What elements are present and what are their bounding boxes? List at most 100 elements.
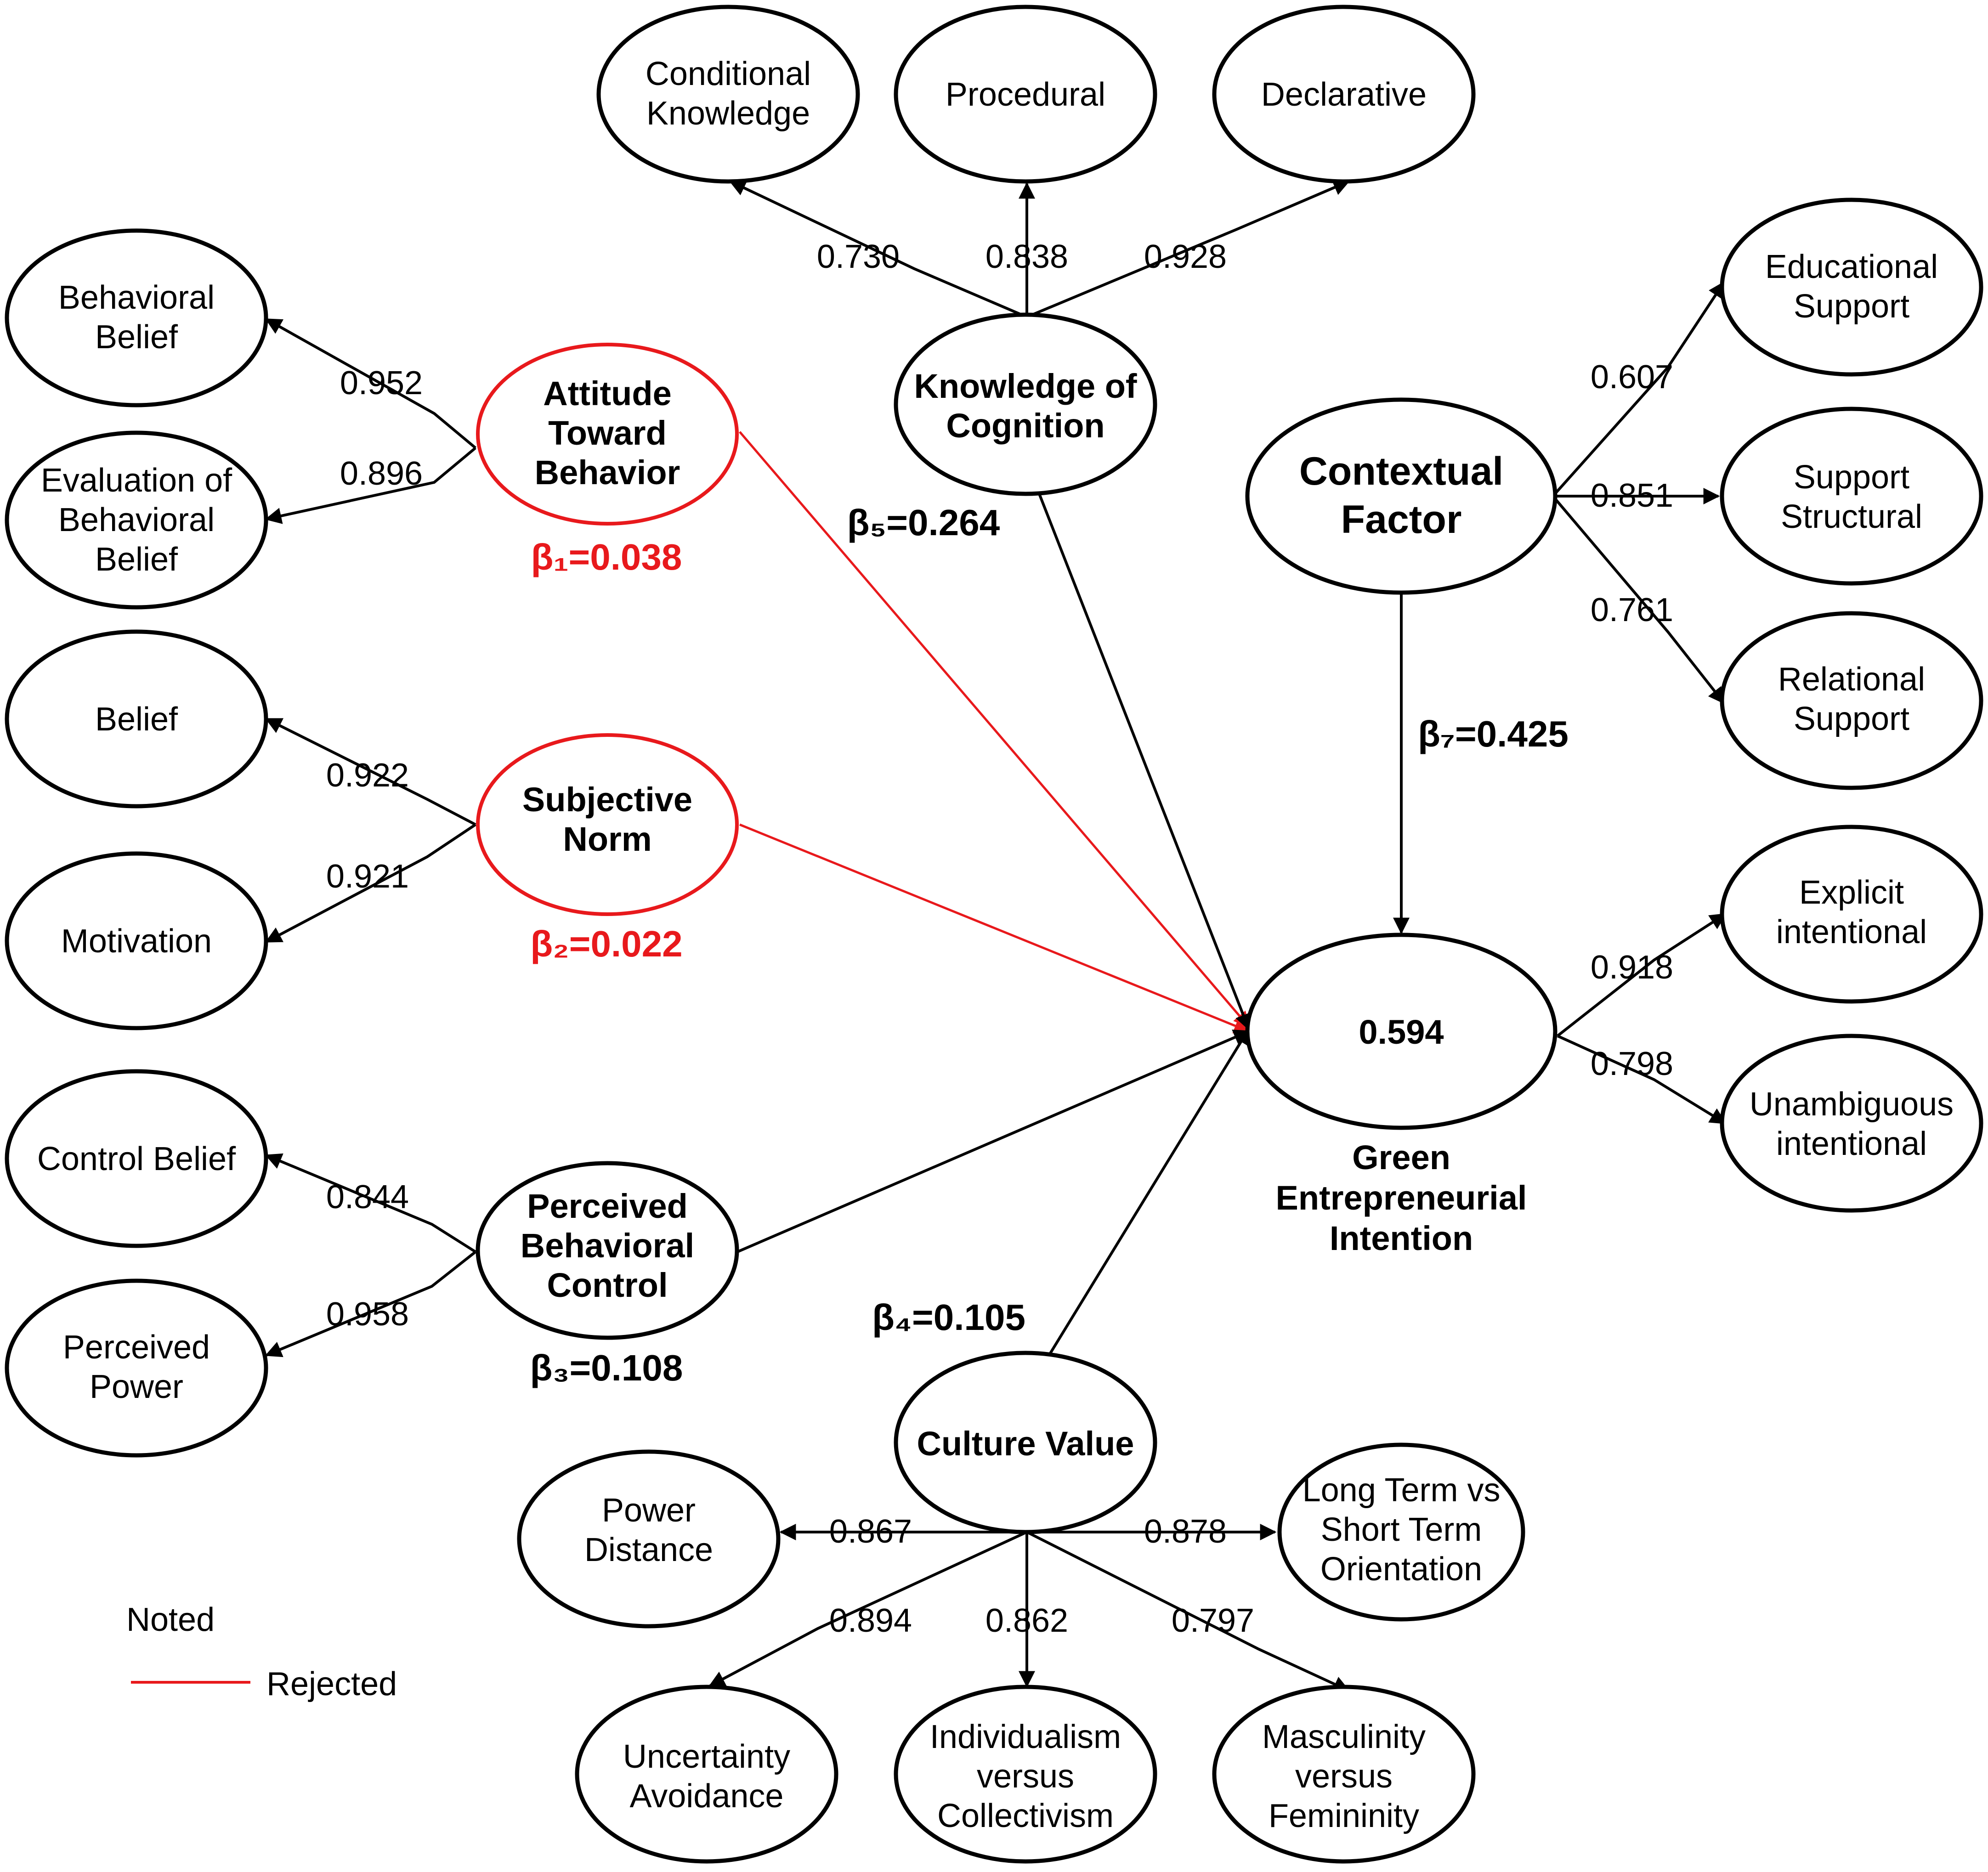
pbc-label-line-2: Behavioral [521,1227,694,1265]
perceived-power-label-1: Perceived [63,1329,210,1366]
loading-declarative: 0.928 [1144,238,1227,275]
attitude-label-line-3: Behavior [535,453,680,492]
long-term-label-2: Short Term [1321,1511,1482,1548]
indicator-long-term-vs-short-term: Long Term vs Short Term Orientation [1277,1442,1525,1622]
indicator-belief: Belief [5,629,268,809]
loading-power-distance: 0.867 [829,1513,912,1550]
construct-attitude-toward-behavior: Attitude Toward Behavior [476,343,739,526]
behavioral-belief-label-2: Belief [95,319,178,356]
beta-culture: β₄=0.105 [872,1297,1025,1338]
construct-perceived-behavioral-control: Perceived Behavioral Control [476,1161,739,1340]
long-term-label-3: Orientation [1320,1551,1482,1588]
long-term-label-1: Long Term vs [1303,1472,1501,1509]
loading-edge-perceived-power [265,1250,476,1357]
construct-knowledge-of-cognition: Knowledge of Cognition [894,312,1157,496]
gei-label-line-3: Intention [1330,1219,1473,1257]
indicator-power-distance: Power Distance [517,1449,781,1629]
masculinity-label-2: versus [1295,1758,1393,1795]
construct-culture-value: Culture Value [894,1351,1157,1534]
belief-label: Belief [95,701,178,738]
beta-subjective-norm: β₂=0.022 [530,923,682,964]
indicator-educational-support: Educational Support [1720,198,1983,377]
indicator-procedural: Procedural [894,5,1157,184]
loading-relational-support: 0.761 [1591,592,1673,628]
legend: Noted Rejected [126,1601,397,1702]
loading-edge-control-belief [265,1153,476,1253]
indicator-behavioral-belief: Behavioral Belief [5,228,268,407]
loading-edge-explicit-intentional [1557,913,1727,1037]
loading-procedural: 0.838 [986,238,1068,275]
loading-control-belief: 0.844 [326,1179,409,1216]
indicator-relational-support: Relational Support [1720,611,1983,790]
conditional-knowledge-label-1: Conditional [646,56,811,92]
power-distance-label-1: Power [602,1492,696,1529]
loading-conditional-knowledge: 0.730 [817,238,900,275]
path-culture-to-gei [1038,1027,1250,1372]
indicator-motivation: Motivation [5,851,268,1030]
attitude-label-line-1: Attitude [543,374,672,413]
unambiguous-intentional-label-1: Unambiguous [1750,1086,1954,1123]
conditional-knowledge-label-2: Knowledge [646,95,810,132]
loading-unambiguous-intentional: 0.798 [1591,1046,1673,1082]
uncertainty-label-2: Avoidance [630,1778,784,1815]
evaluation-belief-label-2: Behavioral [58,502,215,538]
gei-r-squared: 0.594 [1359,1013,1444,1051]
contextual-label-line-1: Contextual [1299,449,1503,493]
construct-green-entrepreneurial-intention: 0.594 [1245,933,1558,1130]
indicator-explicit-intentional: Explicit intentional [1720,825,1983,1004]
knowledge-label-line-2: Cognition [946,407,1104,445]
masculinity-label-3: Femininity [1269,1798,1419,1834]
subjective-norm-label-line-2: Norm [563,820,651,858]
loading-edge-relational-support [1552,495,1725,704]
loading-individualism: 0.862 [986,1602,1068,1639]
loading-edge-educational-support [1552,281,1725,497]
loading-masculinity: 0.797 [1172,1602,1254,1639]
evaluation-belief-label-3: Belief [95,541,178,578]
loading-educational-support: 0.607 [1591,359,1673,396]
loading-edge-belief [265,718,476,826]
unambiguous-intentional-label-2: intentional [1776,1125,1927,1162]
loading-behavioral-belief: 0.952 [340,365,423,402]
path-pbc-to-gei [736,1029,1251,1253]
indicator-support-structural: Support Structural [1720,407,1983,586]
indicator-individualism-versus-collectivism: Individualism versus Collectivism [894,1685,1157,1864]
legend-noted-label: Noted [126,1601,215,1638]
loading-support-structural: 0.851 [1591,477,1673,514]
construct-subjective-norm: Subjective Norm [476,733,739,916]
knowledge-label-line-1: Knowledge of [914,367,1137,405]
loading-edge-uncertainty [708,1531,1028,1687]
construct-contextual-factor: Contextual Factor [1245,397,1558,595]
gei-label-line-1: Green [1352,1138,1450,1176]
loading-labels: 0.952 0.896 0.922 0.921 0.844 0.958 0.73… [326,238,1673,1639]
explicit-intentional-label-2: intentional [1776,914,1927,950]
contextual-label-line-2: Factor [1341,498,1462,542]
pbc-label-line-1: Perceived [527,1187,688,1225]
indicator-evaluation-of-behavioral-belief: Evaluation of Behavioral Belief [5,430,268,610]
loading-edge-declarative [1026,180,1350,318]
uncertainty-label-1: Uncertainty [623,1738,790,1775]
procedural-label: Procedural [946,76,1105,113]
loading-perceived-power: 0.958 [326,1296,409,1333]
perceived-power-label-2: Power [90,1369,183,1405]
loading-edge-conditional-knowledge [729,180,1028,318]
masculinity-label-1: Masculinity [1262,1719,1426,1755]
indicator-unambiguous-intentional: Unambiguous intentional [1720,1034,1983,1213]
subjective-norm-label-line-1: Subjective [522,780,692,819]
loading-uncertainty: 0.894 [829,1602,912,1639]
loading-edge-behavioral-belief [265,318,476,449]
indicator-masculinity-versus-femininity: Masculinity versus Femininity [1212,1685,1476,1864]
loading-edge-motivation [265,823,476,943]
loading-belief: 0.922 [326,757,409,794]
control-belief-label: Control Belief [37,1141,236,1177]
indicator-declarative: Declarative [1212,5,1476,184]
path-subjective-norm-to-gei [739,823,1251,1034]
motivation-label: Motivation [61,923,212,960]
support-structural-label-2: Structural [1781,498,1922,535]
educational-support-label-2: Support [1794,288,1909,325]
declarative-label: Declarative [1261,76,1427,113]
legend-rejected-label: Rejected [266,1666,397,1702]
path-knowledge-to-gei [1038,493,1251,1031]
loading-edge-masculinity [1026,1531,1350,1692]
indicator-control-belief: Control Belief [5,1069,268,1248]
